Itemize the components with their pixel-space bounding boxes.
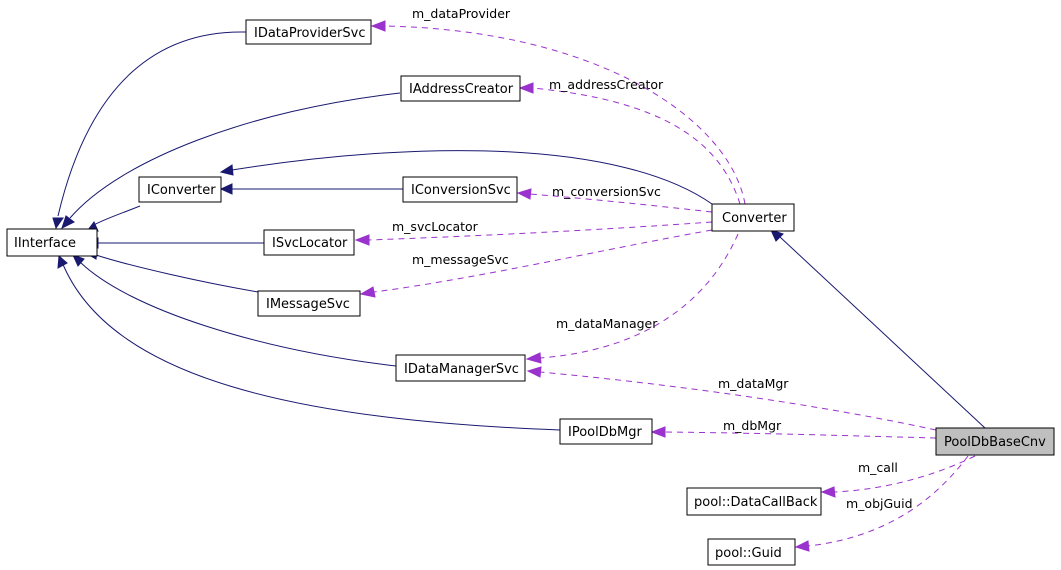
edge-converter-m-messagesvc <box>373 229 713 293</box>
node-idatamanagersvc[interactable]: IDataManagerSvc <box>395 354 526 382</box>
arrowhead-icon <box>770 229 784 242</box>
arrowhead-icon <box>525 352 542 364</box>
node-pool-datacallback[interactable]: pool::DataCallBack <box>686 487 822 516</box>
arrowhead-icon <box>650 426 666 438</box>
edge-converter-m-datamanager <box>539 233 739 359</box>
edge-imessagesvc-to-iinterface <box>95 254 259 293</box>
arrowhead-icon <box>61 215 75 229</box>
edge-pooldbbasecnv-to-converter <box>779 236 986 429</box>
class-nodes: IInterface IDataProviderSvc IAddressCrea… <box>6 19 1055 566</box>
edge-ipooldbmgr-to-iinterface <box>61 261 561 431</box>
node-iaddresscreator[interactable]: IAddressCreator <box>400 75 521 102</box>
edge-iconverter-to-iinterface <box>91 205 141 227</box>
node-converter[interactable]: Converter <box>711 203 795 232</box>
edge-converter-m-svclocator <box>367 221 713 241</box>
node-label: pool::DataCallBack <box>694 495 818 510</box>
arrowhead-icon <box>370 20 386 32</box>
edge-converter-to-iconverter <box>231 150 713 205</box>
arrowhead-icon <box>526 366 542 378</box>
node-label: Converter <box>722 211 787 226</box>
edge-converter-m-conversionsvc <box>529 193 713 213</box>
arrowhead-icon <box>52 217 64 230</box>
label-m-addresscreator: m_addressCreator <box>549 77 664 92</box>
edge-converter-m-addresscreator <box>531 87 741 205</box>
edge-labels: m_dataProvider m_addressCreator m_conver… <box>392 6 913 511</box>
label-m-call: m_call <box>858 460 898 475</box>
node-label: IDataProviderSvc <box>254 26 366 41</box>
node-label: IInterface <box>14 236 76 251</box>
label-m-svclocator: m_svcLocator <box>392 219 479 234</box>
arrowhead-icon <box>359 286 376 298</box>
node-label: PoolDbBaseCnv <box>944 435 1046 450</box>
arrowhead-icon <box>820 486 836 498</box>
node-label: IAddressCreator <box>409 82 514 97</box>
node-label: pool::Guid <box>715 546 782 561</box>
node-label: IConverter <box>147 183 216 198</box>
usage-edges <box>354 20 976 552</box>
edge-converter-m-dataprovider <box>383 25 746 205</box>
node-idataprovidersvc[interactable]: IDataProviderSvc <box>245 19 372 45</box>
node-label: IMessageSvc <box>266 297 350 312</box>
node-iinterface[interactable]: IInterface <box>6 228 98 257</box>
arrowhead-icon <box>57 254 68 269</box>
edge-iaddresscreator-to-iinterface <box>69 92 401 219</box>
edge-pooldbbasecnv-m-objguid <box>807 455 969 547</box>
label-m-datamgr: m_dataMgr <box>718 376 789 391</box>
arrowhead-icon <box>516 188 532 200</box>
edge-idataprovidersvc-to-iinterface <box>57 31 247 217</box>
label-m-messagesvc: m_messageSvc <box>412 252 509 267</box>
node-label: IPoolDbMgr <box>568 425 642 440</box>
label-m-objguid: m_objGuid <box>846 496 913 511</box>
label-m-dataprovider: m_dataProvider <box>412 6 511 21</box>
arrowhead-icon <box>794 540 810 552</box>
node-label: ISvcLocator <box>272 236 348 251</box>
arrowhead-icon <box>518 82 534 94</box>
arrowhead-icon <box>219 183 233 195</box>
edge-pooldbbasecnv-m-datamgr <box>539 371 937 431</box>
node-label: IDataManagerSvc <box>404 362 519 377</box>
edge-idatamanagersvc-to-iinterface <box>79 261 397 367</box>
node-iconverter[interactable]: IConverter <box>138 176 222 203</box>
node-pooldbbasecnv[interactable]: PoolDbBaseCnv <box>935 427 1055 456</box>
label-m-dbmgr: m_dbMgr <box>723 418 782 433</box>
arrowhead-icon <box>72 254 85 267</box>
node-imessagesvc[interactable]: IMessageSvc <box>257 290 361 317</box>
node-label: IConversionSvc <box>411 183 511 198</box>
node-iconversionsvc[interactable]: IConversionSvc <box>402 176 518 203</box>
label-m-conversionsvc: m_conversionSvc <box>552 184 661 199</box>
arrowhead-icon <box>219 164 234 176</box>
edge-pooldbbasecnv-m-dbmgr <box>663 431 937 439</box>
label-m-datamanager: m_dataManager <box>556 316 658 331</box>
node-isvclocator[interactable]: ISvcLocator <box>263 229 355 256</box>
node-pool-guid[interactable]: pool::Guid <box>707 538 796 566</box>
arrowhead-icon <box>354 234 370 246</box>
node-ipooldbmgr[interactable]: IPoolDbMgr <box>559 418 653 445</box>
